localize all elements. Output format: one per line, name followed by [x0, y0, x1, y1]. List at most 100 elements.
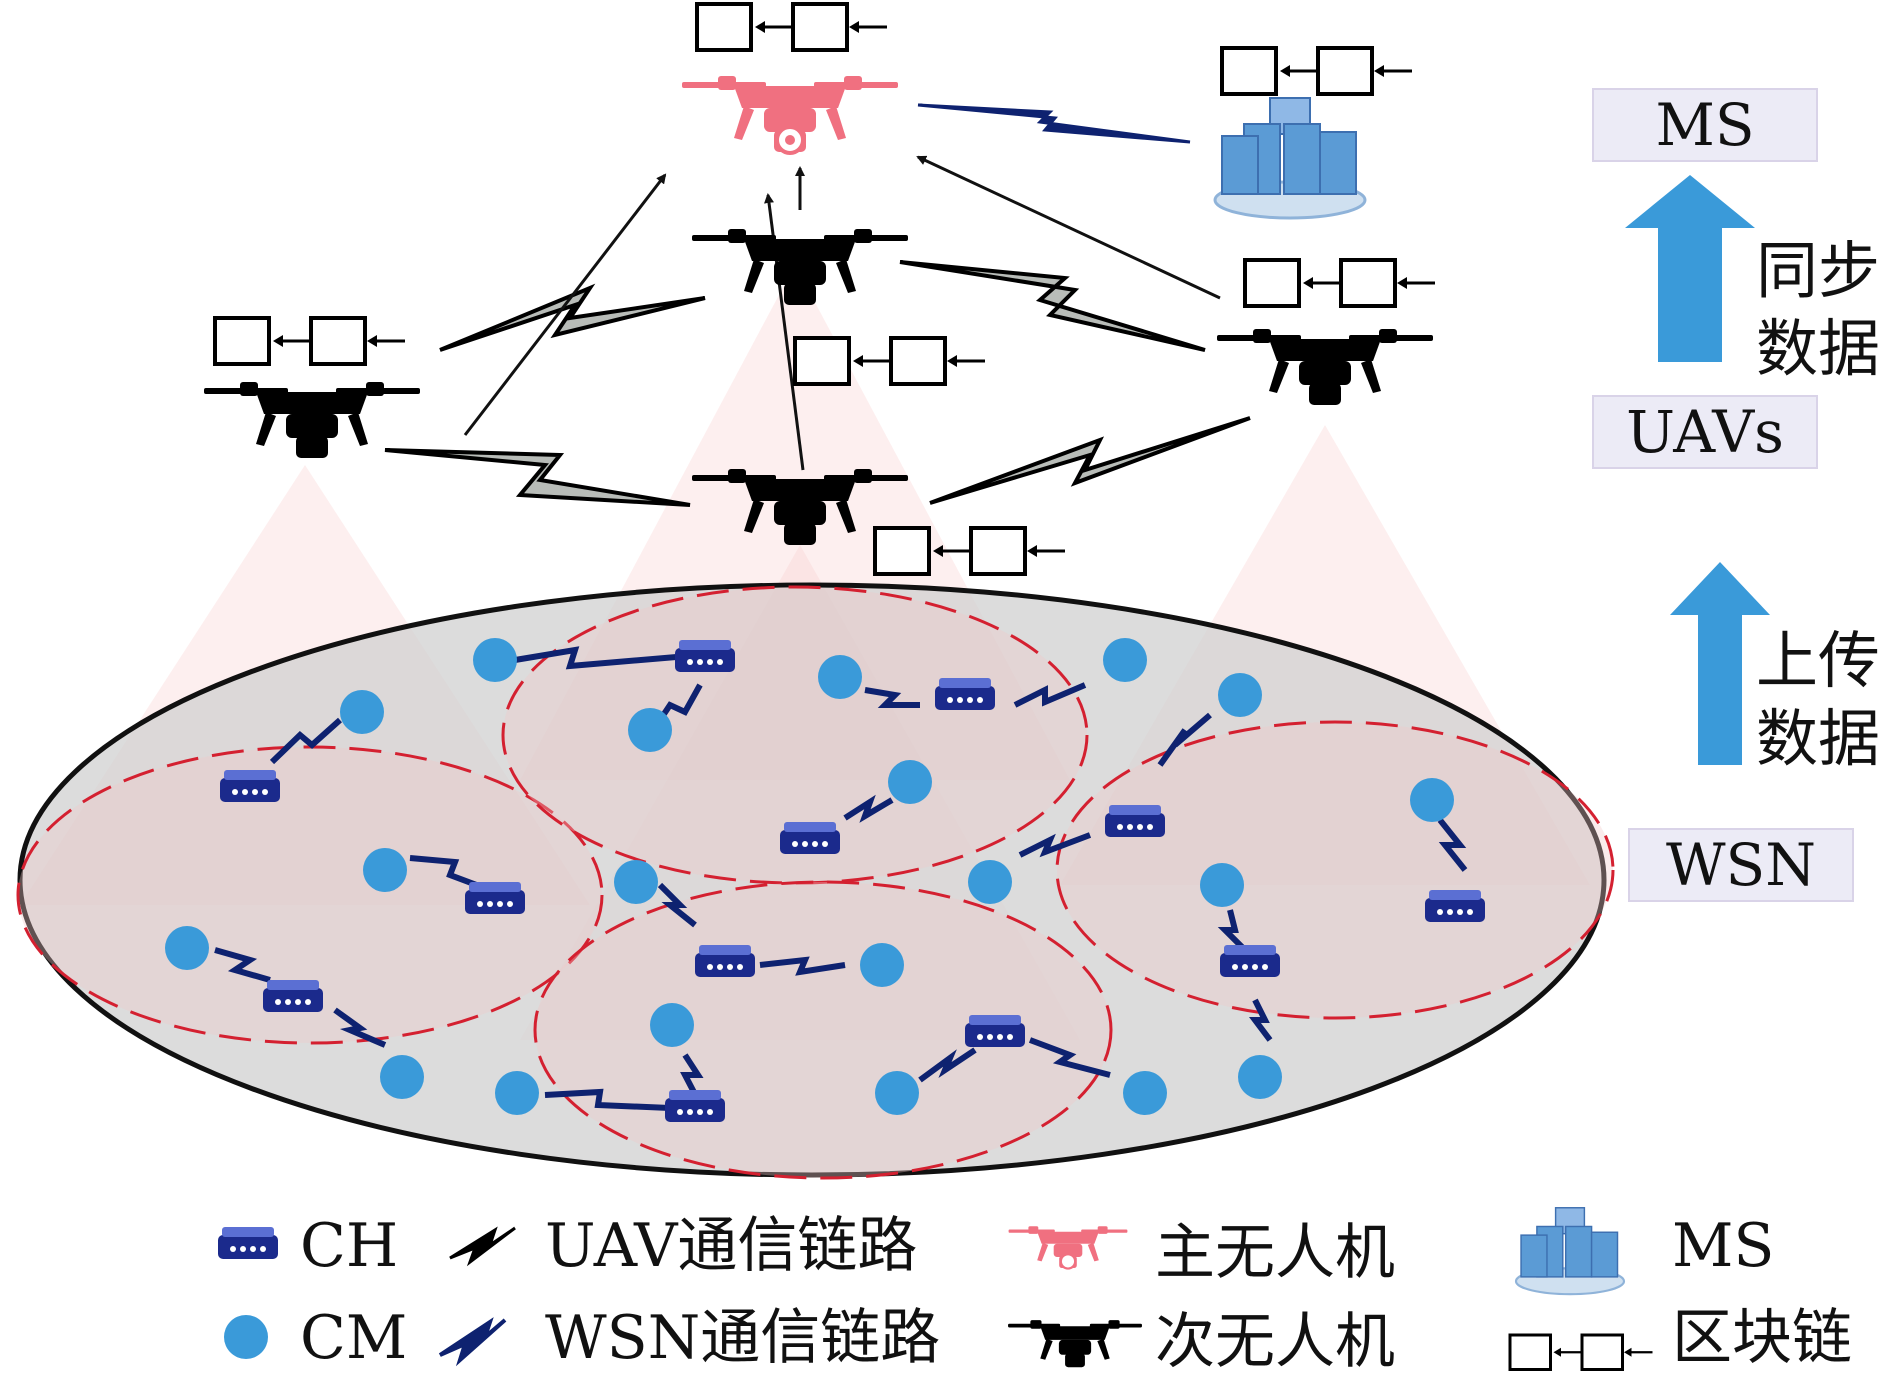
- block-chain-icon: [695, 2, 889, 52]
- wsn-link: [759, 956, 846, 976]
- sub-uav-icon: [204, 382, 420, 458]
- ch-router-icon: [965, 1015, 1025, 1047]
- block-chain-icon: [1243, 258, 1437, 308]
- uav-link: [929, 416, 1251, 505]
- cm-node: [473, 638, 517, 682]
- legend-sub-uav-icon: [1008, 1320, 1142, 1368]
- legend-blockchain-label: 区块链: [1672, 1303, 1852, 1373]
- side-arrows: [1625, 175, 1770, 765]
- cm-node: [165, 926, 209, 970]
- cm-node: [1410, 778, 1454, 822]
- wsn-link: [1018, 832, 1092, 858]
- uavs-label: UAVs: [1592, 395, 1818, 469]
- legend-wsn-link-label: WSN通信链路: [545, 1303, 941, 1373]
- wsn-link: [1028, 1037, 1111, 1078]
- wsn-link: [1013, 682, 1087, 708]
- wsn-link: [680, 1053, 704, 1102]
- ch-router-icon: [935, 678, 995, 710]
- wsn-link: [1217, 909, 1248, 953]
- uav-link: [384, 448, 691, 507]
- block-chain-icon: [793, 336, 987, 386]
- cm-node: [363, 848, 407, 892]
- cm-node: [650, 1003, 694, 1047]
- wsn-link: [918, 1047, 977, 1083]
- ch-router-icon: [665, 1090, 725, 1122]
- sync-line-2: 数据: [1756, 312, 1881, 385]
- cm-node: [875, 1071, 919, 1115]
- cm-node: [628, 708, 672, 752]
- sub-uav-icon: [1217, 329, 1433, 405]
- upload-data-text: 上传 数据: [1756, 622, 1880, 778]
- wsn-link: [1157, 712, 1212, 767]
- ms-server-icon: [1213, 96, 1367, 220]
- cm-node: [380, 1055, 424, 1099]
- cm-node: [340, 690, 384, 734]
- uav-links: [384, 260, 1251, 507]
- wsn-link: [333, 1007, 387, 1048]
- uav-link: [917, 103, 1191, 144]
- uav-link: [899, 260, 1206, 352]
- wsn-link: [657, 882, 697, 928]
- legend-uav-link-icon: [449, 1226, 516, 1267]
- ch-router-icon: [675, 640, 735, 672]
- main-uav-icon: [682, 72, 898, 155]
- cm-nodes: [165, 638, 1454, 1115]
- legend-ms-icon: [1514, 1206, 1626, 1296]
- wsn-link: [843, 794, 894, 823]
- ch-router-icon: [1220, 945, 1280, 977]
- legend-uav-link-label: UAV通信链路: [545, 1211, 918, 1281]
- legend-ch-icon: [218, 1227, 278, 1259]
- wsn-links: [214, 646, 1468, 1111]
- cm-node: [968, 860, 1012, 904]
- legend-cm-label: CM: [300, 1303, 408, 1373]
- ch-router-icon: [220, 770, 280, 802]
- wsn-link: [214, 947, 271, 983]
- wsn-link: [269, 717, 342, 765]
- sub-uav-icon: [692, 229, 908, 305]
- wsn-link: [864, 687, 920, 708]
- upload-arrow-icon: [1670, 562, 1770, 765]
- ch-router-icon: [780, 822, 840, 854]
- ms-label: MS: [1592, 88, 1818, 162]
- legend-main-uav-icon: [1008, 1226, 1128, 1270]
- cm-node: [1123, 1071, 1167, 1115]
- block-chain-icon: [873, 526, 1067, 576]
- sync-arrow-icon: [1625, 175, 1755, 362]
- legend-main-uav-label: 主无人机: [1155, 1218, 1395, 1288]
- wsn-link: [514, 646, 701, 670]
- legend-ch-label: CH: [300, 1211, 399, 1281]
- legend-cm-icon: [224, 1315, 268, 1359]
- cm-node: [614, 860, 658, 904]
- arrow: [916, 155, 1221, 300]
- upload-line-2: 数据: [1756, 702, 1881, 775]
- sync-data-text: 同步 数据: [1756, 232, 1880, 388]
- wsn-label: WSN: [1628, 828, 1854, 902]
- wsn-link: [409, 855, 492, 893]
- wsn-link: [544, 1088, 671, 1111]
- legend-icons: [218, 1206, 1654, 1371]
- sync-line-1: 同步: [1756, 234, 1881, 307]
- uav-to-ms-link: [917, 103, 1191, 144]
- legend-ms-label: MS: [1672, 1211, 1775, 1281]
- ch-router-icon: [1425, 890, 1485, 922]
- legend-blockchain-icon: [1508, 1333, 1654, 1371]
- arrow: [463, 173, 667, 436]
- legend-wsn-link-icon: [438, 1317, 507, 1367]
- wsn-link: [1249, 998, 1273, 1042]
- cm-node: [1238, 1055, 1282, 1099]
- block-chain-icon: [213, 316, 407, 366]
- block-chain-icon: [1220, 46, 1414, 96]
- ch-router-icon: [695, 945, 755, 977]
- cm-node: [818, 655, 862, 699]
- cm-node: [495, 1071, 539, 1115]
- cm-node: [1200, 863, 1244, 907]
- wsn-area: [17, 582, 1607, 1178]
- uav-link: [439, 283, 706, 352]
- ch-router-icon: [263, 980, 323, 1012]
- cm-node: [888, 760, 932, 804]
- legend-sub-uav-label: 次无人机: [1155, 1307, 1395, 1377]
- cm-node: [860, 943, 904, 987]
- ch-router-icon: [465, 882, 525, 914]
- ch-router-icon: [1105, 805, 1165, 837]
